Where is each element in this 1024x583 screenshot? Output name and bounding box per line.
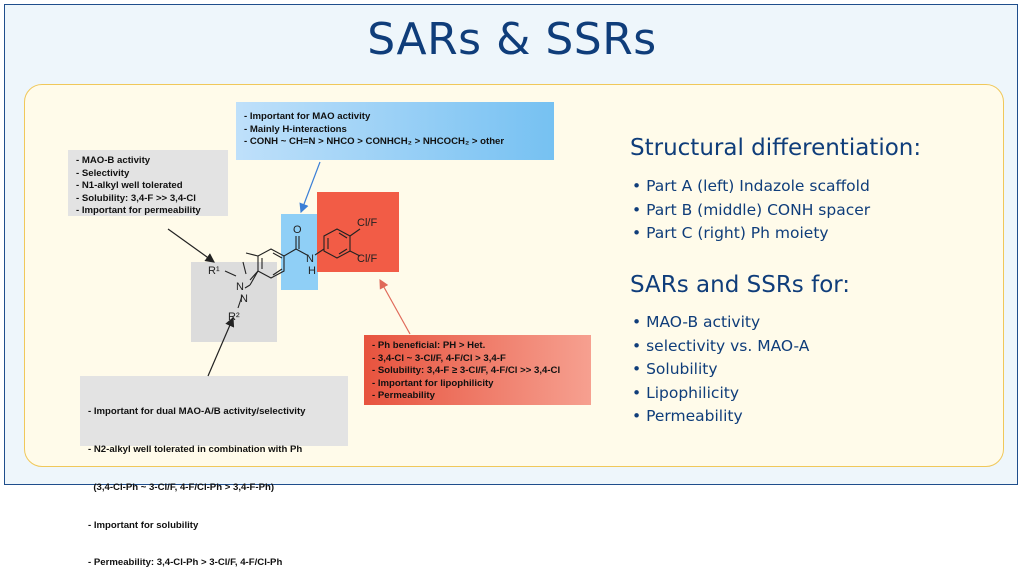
sars-list: MAO-B activity selectivity vs. MAO-A Sol… [632,311,809,429]
note-line: - Solubility: 3,4-F >> 3,4-Cl [76,192,196,204]
structural-item: Part C (right) Ph moiety [632,222,870,246]
part-c-highlight [317,192,399,272]
note-line: (3,4-Cl-Ph ~ 3-Cl/F, 4-F/Cl-Ph > 3,4-F-P… [88,481,275,493]
part-a-highlight [191,262,277,342]
part-b-highlight [281,214,318,290]
structural-heading: Structural differentiation: [630,135,922,161]
part-b-note: - Important for MAO activity - Mainly H-… [236,102,554,160]
structural-item: Part A (left) Indazole scaffold [632,175,870,199]
note-line: - N2-alkyl well tolerated in combination… [88,443,303,455]
part-c-note: - Ph beneficial: PH > Het. - 3,4-Cl ~ 3-… [364,335,591,405]
slide-title: SARs & SSRs [367,14,657,65]
note-line: - CONH ~ CH=N > NHCO > CONHCH₂ > NHCOCH₂… [244,136,505,148]
note-line: - Ph beneficial: PH > Het. [372,340,486,351]
note-line: - Mainly H-interactions [244,123,347,135]
note-line: - Important for dual MAO-A/B activity/se… [88,406,306,418]
note-line: - Solubility: 3,4-F ≥ 3-Cl/F, 4-F/Cl >> … [372,365,561,377]
part-a-bottom-note: - Important for dual MAO-A/B activity/se… [80,376,348,568]
sars-item: MAO-B activity [632,311,809,335]
note-line: - N1-alkyl well tolerated [76,180,183,192]
sars-item: Permeability [632,405,809,429]
sars-item: Lipophilicity [632,382,809,406]
note-line: - Important for MAO activity [244,111,371,122]
sars-heading: SARs and SSRs for: [630,272,851,298]
note-line: - Important for permeability [76,205,201,217]
note-line: - 3,4-Cl ~ 3-Cl/F, 4-F/Cl > 3,4-F [372,352,506,364]
note-line: - MAO-B activity [76,155,151,166]
note-line: - Selectivity [76,167,130,179]
structural-list: Part A (left) Indazole scaffold Part B (… [632,175,870,246]
structural-item: Part B (middle) CONH spacer [632,199,870,223]
note-line: - Permeability [372,390,435,402]
sars-item: selectivity vs. MAO-A [632,335,809,359]
note-line: - Important for solubility [88,519,199,531]
note-line: - Permeability: 3,4-Cl-Ph > 3-Cl/F, 4-F/… [88,557,283,569]
part-a-top-note: - MAO-B activity - Selectivity - N1-alky… [68,150,228,216]
note-line: - Important for lipophilicity [372,377,494,389]
sars-item: Solubility [632,358,809,382]
